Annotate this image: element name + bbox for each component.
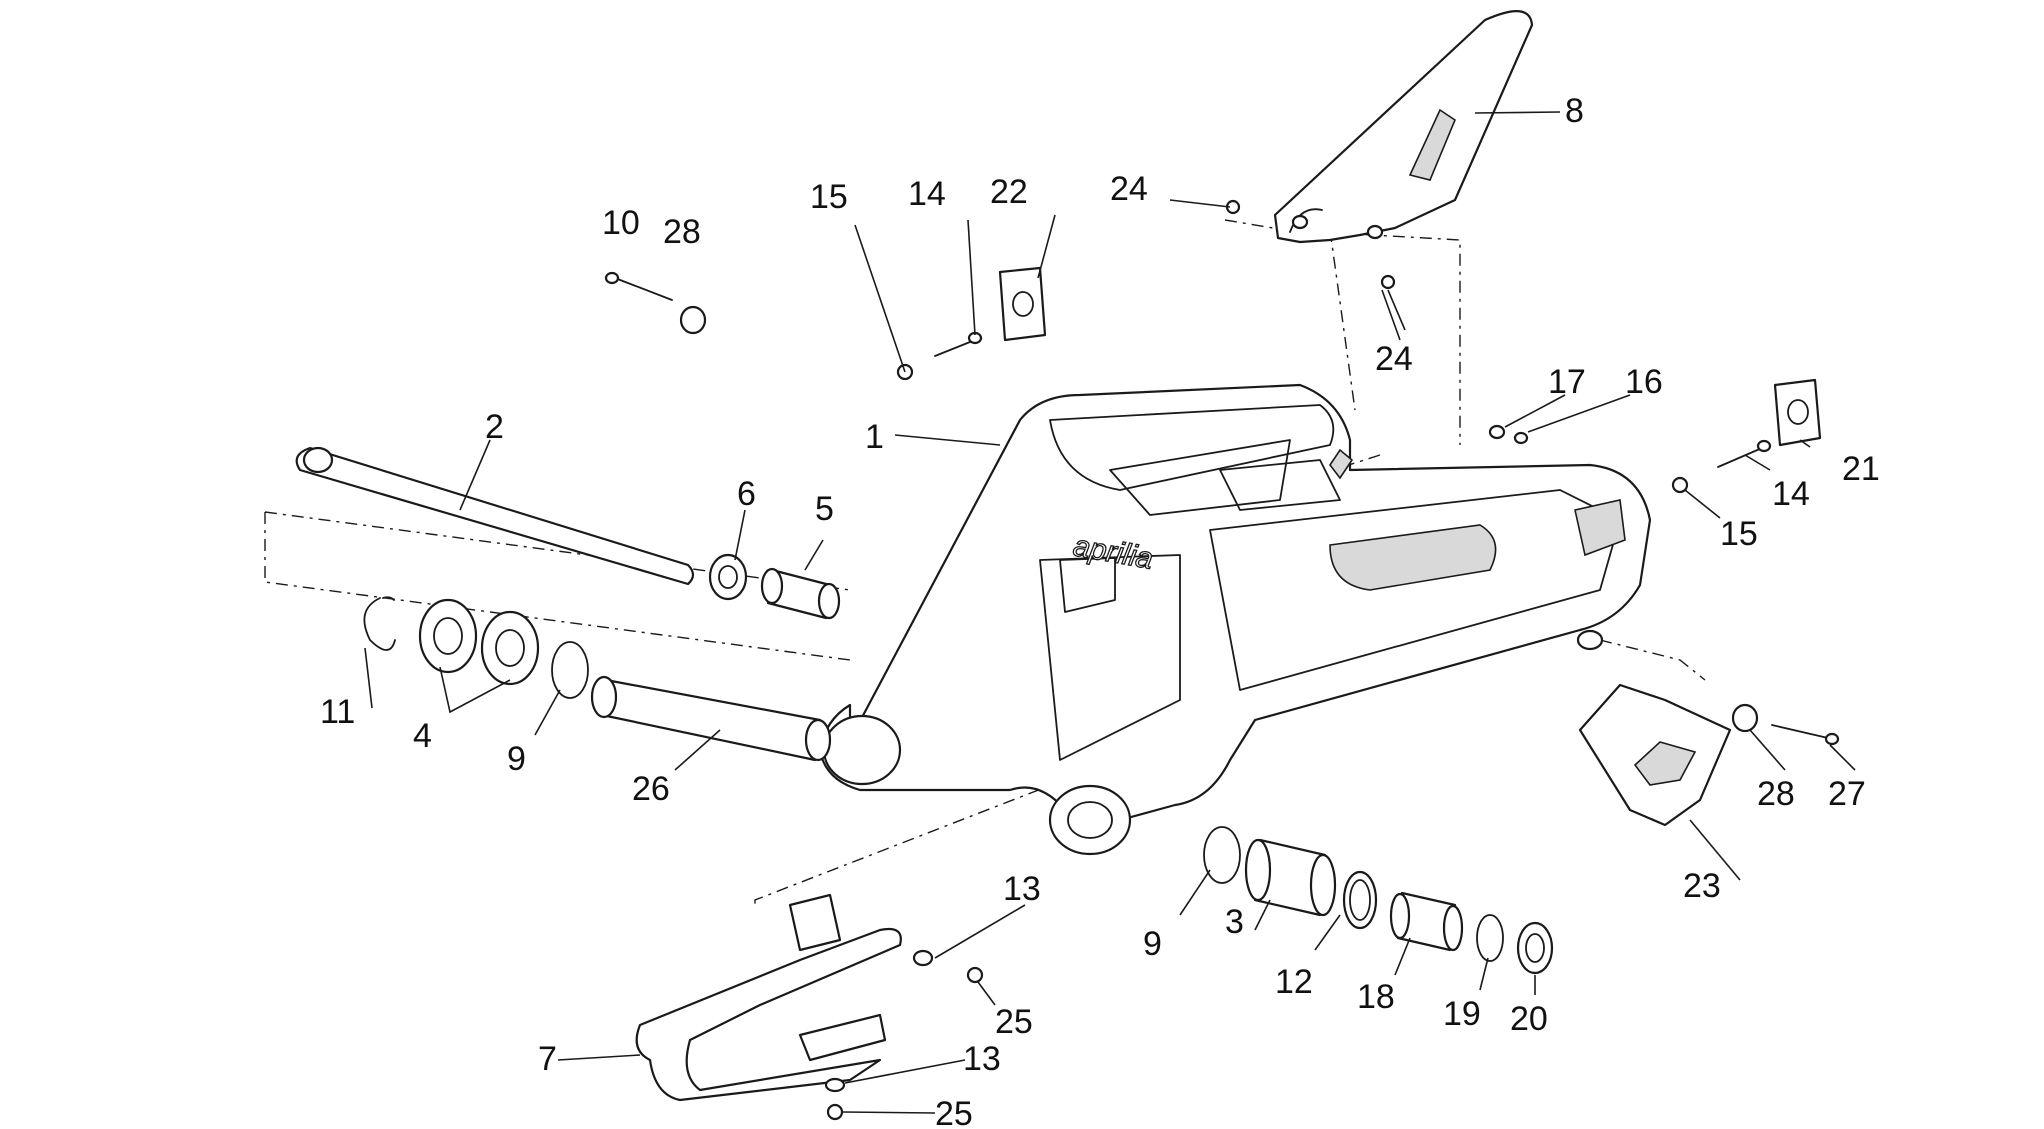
callout-20: 20 — [1510, 1000, 1548, 1038]
callout-19: 19 — [1443, 995, 1481, 1033]
callout-9-left: 9 — [507, 740, 526, 778]
part-22-adjuster-block — [998, 266, 1047, 342]
callout-1: 1 — [865, 418, 884, 456]
part-3-needle-bearing — [1244, 838, 1337, 917]
callout-15-left: 15 — [810, 178, 848, 216]
leader-lines — [364, 111, 1856, 1114]
callout-8: 8 — [1565, 92, 1584, 130]
callout-22: 22 — [990, 173, 1028, 211]
callout-14-right: 14 — [1772, 475, 1810, 513]
callout-2: 2 — [485, 408, 504, 446]
callout-26: 26 — [632, 770, 670, 808]
callout-25-upper: 25 — [995, 1003, 1033, 1041]
callout-6: 6 — [737, 475, 756, 513]
callout-4: 4 — [413, 717, 432, 755]
part-1-swingarm: aprilia — [818, 383, 1652, 856]
part-8-upper-chain-guard — [1273, 10, 1534, 244]
part-2-pivot-shaft — [295, 446, 695, 586]
callout-27: 27 — [1828, 775, 1866, 813]
callout-23: 23 — [1683, 867, 1721, 905]
callout-24-lower: 24 — [1375, 340, 1413, 378]
callout-28-upper: 28 — [663, 213, 701, 251]
callout-24-upper: 24 — [1110, 170, 1148, 208]
callout-17: 17 — [1548, 363, 1586, 401]
callout-16: 16 — [1625, 363, 1663, 401]
part-11-circlip — [363, 596, 396, 651]
part-4-bearings — [418, 598, 540, 686]
callout-21: 21 — [1842, 450, 1880, 488]
callout-labels: 1 2 3 4 5 6 7 8 9 9 10 11 12 13 13 14 14… — [320, 92, 1880, 1129]
callout-15-right: 15 — [1720, 515, 1758, 553]
part-18-bushing — [1389, 891, 1464, 952]
part-12-ring — [1342, 870, 1378, 930]
callout-7: 7 — [538, 1040, 557, 1078]
part-23-lower-guard — [1578, 683, 1732, 827]
part-7-chain-slider — [635, 893, 902, 1102]
callout-5: 5 — [815, 490, 834, 528]
part-9-o-ring-left — [551, 641, 589, 699]
part-9-o-ring-right — [1203, 826, 1241, 884]
callout-3: 3 — [1225, 903, 1244, 941]
callout-13-lower: 13 — [963, 1040, 1001, 1078]
callout-28-lower: 28 — [1757, 775, 1795, 813]
part-20-spacer — [1516, 921, 1554, 975]
callout-18: 18 — [1357, 978, 1395, 1016]
callout-14-left: 14 — [908, 175, 946, 213]
callout-9-right: 9 — [1143, 925, 1162, 963]
part-19-o-ring — [1476, 914, 1504, 962]
callout-25-lower: 25 — [935, 1095, 973, 1129]
callout-13-upper: 13 — [1003, 870, 1041, 908]
part-21-adjuster-block — [1773, 378, 1822, 447]
part-5-bushing — [760, 567, 841, 620]
callout-12: 12 — [1275, 963, 1313, 1001]
callout-10: 10 — [602, 204, 640, 242]
part-26-spacer-tube — [590, 675, 832, 762]
part-6-spacer-ring — [708, 553, 748, 601]
callout-11: 11 — [320, 693, 355, 731]
